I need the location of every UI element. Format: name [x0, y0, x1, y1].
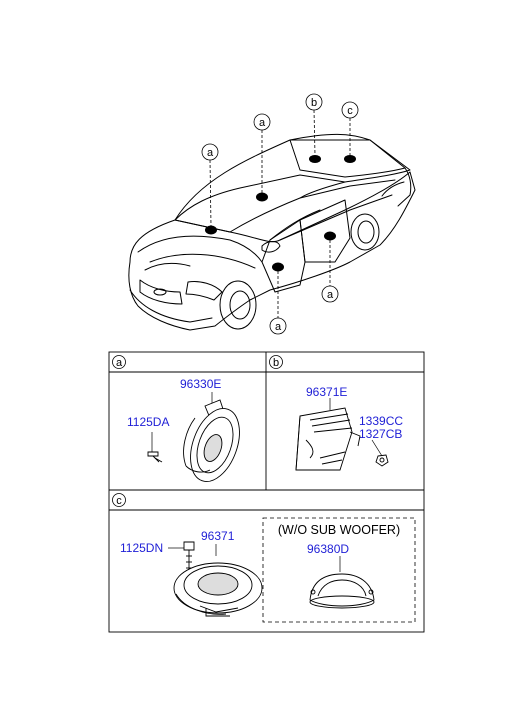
car-rear-door: [299, 199, 351, 263]
dash-speaker-mark: [256, 192, 268, 202]
screw-1125DA-drawing: [147, 432, 163, 463]
without-subwoofer-note: (W/O SUB WOOFER): [278, 523, 400, 537]
section-b-header: b: [269, 355, 283, 369]
part-1327CB-label: 1327CB: [359, 427, 402, 441]
car-grille: [139, 279, 183, 305]
amplifier-drawing: [295, 398, 361, 471]
svg-text:c: c: [347, 105, 353, 117]
svg-text:b: b: [273, 357, 279, 369]
part-96371E-label: 96371E: [306, 385, 347, 399]
rear-door-speaker-mark: [324, 231, 336, 241]
section-c-header: c: [112, 493, 126, 507]
car-mirror: [261, 241, 281, 253]
without-subwoofer-box: [262, 517, 416, 623]
subwoofer-drawing: [173, 544, 263, 617]
svg-text:a: a: [116, 357, 123, 369]
part-1125DN-label: 1125DN: [120, 541, 163, 555]
alt-speaker-drawing: [309, 556, 375, 609]
car-rear-wheel: [350, 213, 380, 251]
rear-shelf-right-mark: [344, 155, 356, 163]
callout-circles: a a b c a a: [201, 93, 359, 335]
car-illustration: [128, 133, 416, 331]
part-96380D-label: 96380D: [307, 542, 349, 556]
callout-rear-door: a: [321, 285, 339, 303]
car-body: [128, 171, 416, 331]
svg-text:a: a: [259, 117, 266, 129]
svg-text:b: b: [311, 97, 317, 109]
svg-text:a: a: [327, 289, 334, 301]
svg-text:a: a: [275, 321, 282, 333]
front-door-speaker-mark: [272, 262, 284, 272]
tweeter-speaker-drawing: [183, 392, 240, 482]
callout-front: a: [201, 143, 219, 161]
car-roof: [174, 133, 411, 221]
svg-text:c: c: [116, 495, 122, 507]
callout-front-door: a: [269, 317, 287, 335]
speaker-locations: [205, 155, 356, 272]
car-hood: [137, 235, 263, 263]
callout-rear-shelf-right: c: [341, 101, 359, 119]
nut-drawing: [371, 439, 389, 467]
bolt-drawing: [168, 541, 195, 576]
part-96371-label: 96371: [201, 529, 235, 543]
svg-text:a: a: [207, 147, 214, 159]
parts-table: [108, 351, 425, 633]
front-speaker-mark: [205, 225, 217, 235]
car-headlight: [185, 281, 223, 301]
section-a-header: a: [112, 355, 126, 369]
car-windshield: [174, 174, 346, 233]
car-front-wheel: [219, 280, 257, 330]
part-1125DA-label: 1125DA: [127, 415, 169, 429]
callout-rear-shelf-left: b: [305, 93, 323, 111]
rear-shelf-left-mark: [309, 155, 321, 163]
part-96330E-label: 96330E: [180, 377, 221, 391]
callout-dash: a: [253, 113, 271, 131]
leader-lines: [209, 109, 351, 318]
part-1339CC-label: 1339CC: [359, 414, 403, 428]
